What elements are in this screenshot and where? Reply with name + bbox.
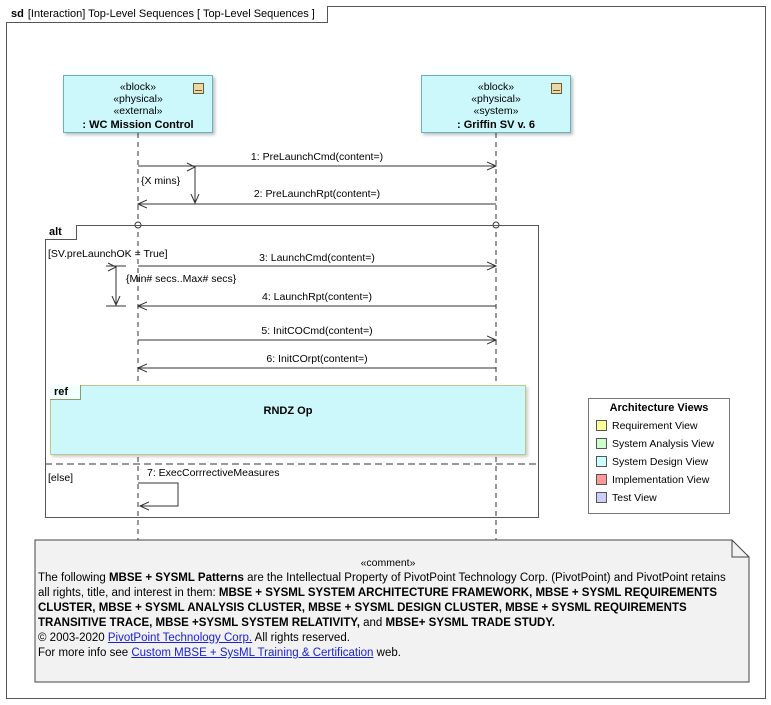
message-4-label: 4: LaunchRpt(content=)	[261, 291, 373, 303]
message-3-label: 3: LaunchCmd(content=)	[259, 252, 375, 264]
legend-item-test: Test View	[596, 492, 657, 506]
legend-item-system-design: System Design View	[596, 456, 708, 470]
message-2-label: 2: PreLaunchRpt(content=)	[253, 188, 381, 200]
legend-item-implementation: Implementation View	[596, 474, 709, 488]
stereotype-external: «external»	[113, 105, 163, 117]
comment-bold-run: MBSE + SYSML Patterns	[108, 572, 244, 584]
comment-text-run: © 2003-2020	[38, 632, 108, 644]
comment-copyright-line: © 2003-2020 PivotPoint Technology Corp. …	[38, 631, 738, 646]
legend-swatch	[596, 420, 607, 431]
legend-item-label: Requirement View	[612, 420, 698, 432]
alt-guard-1: [SV.preLaunchOK = True]	[48, 248, 168, 260]
comment-bold-run: MBSE + SYSML SYSTEM ARCHITECTURE FRAMEWO…	[38, 587, 718, 629]
comment-text-run: are the Intellectual Property of PivotPo…	[38, 572, 726, 599]
legend-title: Architecture Views	[609, 402, 709, 414]
comment-text-run: and	[359, 617, 386, 629]
ref-operator-label: ref	[50, 385, 82, 400]
comment-info-line: For more info see Custom MBSE + SysML Tr…	[38, 646, 738, 661]
comment-note-shape	[34, 539, 750, 683]
comment-ip-paragraph: The following MBSE + SYSML Patterns are …	[38, 571, 738, 631]
lifeline-griffin-sv[interactable]: «block» «physical» «system» : Griffin SV…	[421, 75, 571, 133]
message-6-label: 6: InitCOrpt(content=)	[266, 353, 368, 365]
frame-kind: sd	[11, 8, 24, 20]
diagram-frame	[6, 6, 766, 699]
training-link[interactable]: Custom MBSE + SysML Training & Certifica…	[131, 647, 374, 659]
stereotype-system: «system»	[473, 105, 519, 117]
comment-bold-run: MBSE+ SYSML TRADE STUDY.	[385, 617, 555, 629]
comment-note-fold	[731, 540, 749, 558]
comment-note: «comment» The following MBSE + SYSML Pat…	[38, 556, 738, 661]
legend-item-label: Test View	[612, 492, 657, 504]
lifeline-wc-mission-control[interactable]: «block» «physical» «external» : WC Missi…	[63, 75, 213, 133]
ref-interaction-use[interactable]	[50, 385, 526, 455]
message-7-self-arrow[interactable]	[138, 482, 179, 506]
legend-swatch	[596, 474, 607, 485]
legend-swatch	[596, 438, 607, 449]
legend-item-requirement: Requirement View	[596, 420, 698, 434]
alt-guard-2: [else]	[48, 472, 74, 484]
duration-constraint-2: {Min# secs..Max# secs}	[126, 273, 237, 285]
comment-stereotype: «comment»	[360, 557, 416, 569]
frame-title: [Interaction] Top-Level Sequences [ Top-…	[27, 8, 315, 20]
message-1-label: 1: PreLaunchCmd(content=)	[250, 151, 384, 163]
legend-item-system-analysis: System Analysis View	[596, 438, 714, 452]
comment-text-run: For more info see	[38, 647, 132, 659]
lifeline-name: : Griffin SV v. 6	[456, 119, 536, 131]
legend-swatch	[596, 492, 607, 503]
frame-header: sd[Interaction] Top-Level Sequences [ To…	[6, 6, 328, 23]
duration-constraint-1: {X mins}	[141, 175, 181, 187]
ref-name: RNDZ Op	[263, 405, 313, 417]
stereotype-physical: «physical»	[113, 93, 163, 105]
stereotype-physical: «physical»	[471, 93, 521, 105]
comment-text-run: web.	[373, 647, 401, 659]
lifeline-name: : WC Mission Control	[82, 119, 194, 131]
comment-text-run: All rights reserved.	[252, 632, 350, 644]
alt-operator-label: alt	[45, 225, 77, 240]
legend-item-label: System Design View	[612, 456, 709, 468]
legend-item-label: System Analysis View	[612, 438, 714, 450]
alt-fragment	[45, 225, 539, 518]
stereotype-block: «block»	[119, 81, 157, 93]
legend-box	[588, 398, 730, 514]
message-7-label: 7: ExecCorrrectiveMeasures	[147, 467, 280, 479]
block-icon	[193, 83, 204, 94]
message-5-label: 5: InitCOCmd(content=)	[261, 325, 373, 337]
block-icon	[551, 83, 562, 94]
legend-item-label: Implementation View	[612, 474, 710, 486]
stereotype-block: «block»	[477, 81, 515, 93]
legend-swatch	[596, 456, 607, 467]
pivotpoint-link[interactable]: PivotPoint Technology Corp.	[107, 632, 253, 644]
comment-text-run: The following	[38, 572, 109, 584]
